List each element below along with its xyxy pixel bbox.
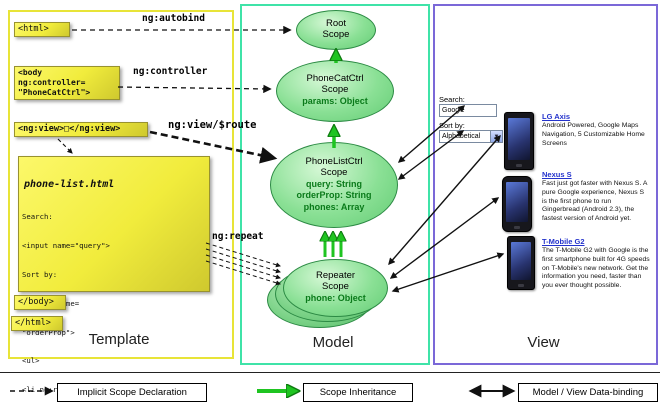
- phone-button: [518, 284, 524, 287]
- phone-image-nexus-s: [502, 176, 532, 232]
- ng-autobind-label: ng:autobind: [142, 13, 205, 24]
- view-search-label: Search:: [439, 95, 465, 104]
- scope-name: Root Scope: [322, 18, 350, 40]
- sort-select-value: Alphabetical: [442, 133, 481, 140]
- template-column-box: [8, 10, 234, 359]
- code-line: <ul>: [22, 356, 40, 366]
- view-column-label: View: [527, 334, 560, 351]
- phone-image-lg-axis: [504, 112, 534, 170]
- phone-link-nexus-s[interactable]: Nexus S: [542, 170, 572, 179]
- phone-button: [514, 226, 520, 229]
- html-close-note: </html>: [11, 316, 63, 331]
- phone-list-note: phone-list.html Search: <input name="que…: [18, 156, 210, 394]
- phone-link-tmobile-g2[interactable]: T-Mobile G2: [542, 237, 585, 246]
- phone-screen: [506, 182, 528, 222]
- scope-prop: phone: Object: [305, 293, 366, 304]
- code-line: Search:: [22, 212, 53, 221]
- root-scope-ellipse: Root Scope: [296, 10, 376, 50]
- phone-screen: [508, 118, 530, 160]
- scope-name: PhoneCatCtrl Scope: [306, 73, 364, 96]
- phone-list-title: phone-list.html: [24, 179, 115, 190]
- sort-select[interactable]: Alphabetical ▼: [439, 130, 503, 143]
- body-close-note: </body>: [14, 295, 66, 310]
- scope-prop: phones: Array: [303, 201, 365, 212]
- phonelistctrl-scope-ellipse: PhoneListCtrl Scope query: String orderP…: [270, 142, 398, 228]
- ng-view-note: <ng:view>□</ng:view>: [14, 122, 148, 137]
- scope-name: PhoneListCtrl Scope: [305, 156, 363, 179]
- ng-controller-label: ng:controller: [133, 66, 208, 77]
- html-open-note: <html>: [14, 22, 70, 37]
- code-line: Sort by:: [22, 269, 58, 279]
- search-input[interactable]: [439, 104, 497, 117]
- phone-screen: [511, 242, 531, 280]
- legend-scope-inheritance: Scope Inheritance: [303, 383, 413, 402]
- view-sort-label: Sort by:: [439, 121, 465, 130]
- legend-divider: [0, 372, 660, 373]
- chevron-down-icon[interactable]: ▼: [490, 131, 502, 142]
- scope-name: Repeater Scope: [315, 270, 356, 293]
- code-line: <input name="query">: [22, 240, 110, 250]
- template-column-label: Template: [88, 331, 150, 348]
- phone-description: The T-Mobile G2 with Google is the first…: [542, 247, 650, 290]
- code-line: "orderProp">: [22, 327, 75, 337]
- phone-description: Fast just got faster with Nexus S. A pur…: [542, 180, 648, 223]
- body-open-note: <body ng:controller= "PhoneCatCtrl">: [14, 66, 120, 100]
- ng-view-route-label: ng:view/$route: [168, 119, 257, 131]
- legend-data-binding: Model / View Data-binding: [518, 383, 658, 402]
- phone-link-lg-axis[interactable]: LG Axis: [542, 112, 571, 121]
- scope-prop: query: String: [305, 179, 362, 190]
- phonecatctrl-scope-ellipse: PhoneCatCtrl Scope params: Object: [276, 60, 394, 122]
- phone-description: Android Powered, Google Maps Navigation,…: [542, 122, 645, 147]
- model-column-label: Model: [312, 334, 354, 351]
- ng-repeat-label: ng:repeat: [212, 231, 264, 242]
- phone-button: [516, 164, 522, 167]
- scope-prop: params: Object: [302, 96, 368, 107]
- scope-prop: orderProp: String: [296, 190, 372, 201]
- repeater-scope-ellipse: Repeater Scope phone: Object: [283, 259, 388, 317]
- phone-image-tmobile-g2: [507, 236, 535, 290]
- legend-implicit-scope: Implicit Scope Declaration: [57, 383, 207, 402]
